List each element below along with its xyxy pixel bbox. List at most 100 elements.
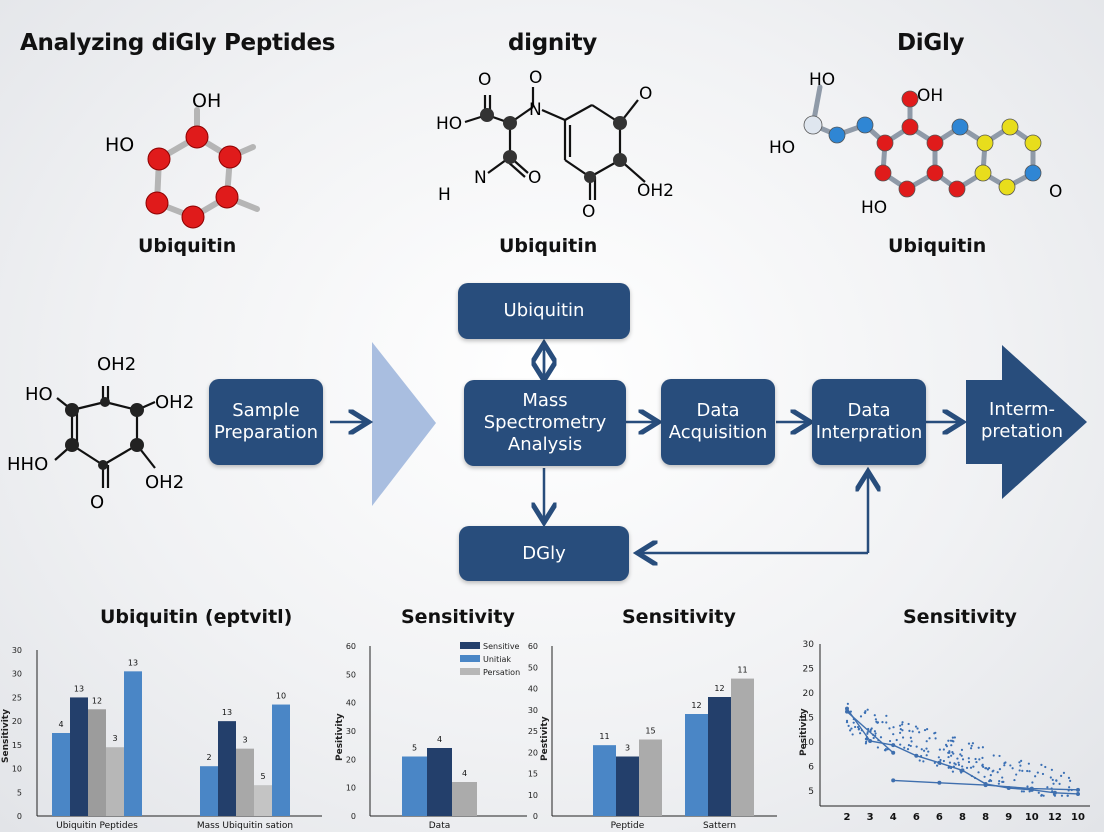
scatter-point — [873, 714, 876, 717]
bar — [254, 785, 272, 816]
y-tick-label: 30 — [12, 670, 22, 679]
y-tick-label: 20 — [803, 689, 815, 699]
bar-value-label: 12 — [714, 684, 724, 693]
scatter-point — [1026, 785, 1029, 788]
scatter-point — [1058, 782, 1061, 785]
y-axis-label: Pesitivity — [335, 713, 345, 761]
m2-atom-ho: HO — [436, 114, 462, 134]
y-tick-label: 20 — [12, 717, 22, 726]
y-tick-label: 30 — [803, 640, 815, 650]
y-tick-label: 6 — [808, 763, 814, 773]
scatter-point — [1027, 762, 1030, 765]
scatter-point — [1051, 778, 1054, 781]
scatter-point — [998, 768, 1002, 771]
y-tick-label: 25 — [12, 693, 22, 702]
light-triangle-shape — [372, 342, 436, 506]
scatter-point — [1020, 759, 1023, 762]
bar — [402, 756, 427, 816]
dgly-box: DGly — [459, 526, 629, 581]
scatter-point — [925, 740, 928, 743]
right-header: DiGly — [897, 30, 965, 56]
bar — [685, 714, 708, 816]
scatter-point — [953, 736, 956, 739]
scatter-point — [892, 726, 895, 729]
y-axis-label: Sensitivity — [1, 709, 11, 763]
bar-value-label: 12 — [691, 701, 701, 710]
m1-atom-oh: OH — [192, 90, 221, 112]
m2-atom-o3: O — [639, 84, 652, 104]
scatter-point — [992, 769, 995, 772]
scatter-point — [1019, 764, 1022, 767]
trend-point — [891, 743, 896, 748]
scatter-point — [957, 761, 960, 764]
scatter-point — [852, 721, 855, 724]
y-tick-label: 0 — [533, 812, 538, 821]
m2-atom-o2: O — [529, 68, 542, 88]
bar-value-label: 5 — [412, 744, 417, 753]
legend-label: Sensitive — [483, 642, 520, 651]
molecule-2-diagram: O O N HO O O OH2 H N O — [436, 68, 674, 222]
scatter-point — [908, 729, 911, 733]
scatter-point — [901, 723, 904, 726]
trend-point — [983, 783, 988, 788]
category-label: Peptide — [611, 821, 645, 831]
y-tick-label: 30 — [528, 706, 538, 715]
molecule-4-diagram: OH2 HO OH2 HHO OH2 O — [7, 354, 194, 513]
molecule-3-label: Ubiquitin — [888, 235, 987, 257]
scatter-point — [933, 732, 936, 735]
scatter-point — [1060, 794, 1064, 797]
x-tick-label: 6 — [936, 812, 943, 823]
scatter-point — [942, 759, 945, 763]
legend-swatch — [460, 668, 480, 675]
m2-atom-o5: O — [582, 202, 595, 222]
scatter-point — [1002, 780, 1005, 783]
scatter-point — [981, 756, 984, 759]
scatter-point — [1040, 763, 1043, 766]
scatter-point — [1018, 769, 1021, 772]
scatter-point — [947, 751, 950, 754]
x-tick-label: 10 — [1071, 812, 1085, 823]
scatter-point — [863, 711, 866, 714]
scatter-point — [873, 730, 876, 733]
bar — [106, 747, 124, 816]
bar — [124, 671, 142, 816]
bar-value-label: 4 — [437, 735, 442, 744]
category-label: Sattern — [703, 821, 736, 831]
bar — [731, 678, 754, 816]
scatter-point — [1040, 794, 1043, 797]
scatter-point — [953, 762, 956, 765]
scatter-point — [949, 739, 953, 742]
scatter-point — [850, 727, 853, 730]
m2-atom-h: H — [438, 185, 451, 205]
bar-value-label: 3 — [112, 734, 117, 743]
trend-point — [937, 760, 942, 765]
m2-atom-n2: N — [474, 168, 487, 188]
scatter-point — [984, 767, 987, 770]
bar — [639, 739, 662, 816]
bar-value-label: 13 — [74, 684, 84, 693]
bar — [616, 756, 639, 816]
scatter-point — [942, 748, 945, 751]
scatter-point — [920, 748, 923, 751]
sample-preparation-line-2: Preparation — [214, 422, 318, 443]
scatter-point — [923, 728, 927, 732]
x-tick-label: 6 — [913, 812, 920, 823]
scatter-point — [899, 731, 902, 734]
y-tick-label: 15 — [528, 770, 538, 779]
scatter-point — [983, 775, 986, 778]
scatter-point — [1028, 770, 1031, 773]
x-tick-label: 2 — [844, 812, 851, 823]
category-label: Ubiquitin Peptides — [56, 821, 138, 831]
data-interpretation-line-1: Data — [847, 400, 891, 421]
y-axis-label: Pesitivity — [799, 708, 809, 756]
scatter-point — [854, 725, 857, 729]
y-tick-label: 5 — [808, 787, 814, 797]
scatter-point — [1022, 790, 1026, 793]
bar — [70, 697, 88, 816]
scatter-point — [969, 747, 973, 750]
scatter-point — [972, 765, 975, 768]
bar-value-label: 2 — [206, 753, 211, 762]
scatter-point — [864, 737, 867, 741]
center-header: dignity — [508, 30, 597, 56]
